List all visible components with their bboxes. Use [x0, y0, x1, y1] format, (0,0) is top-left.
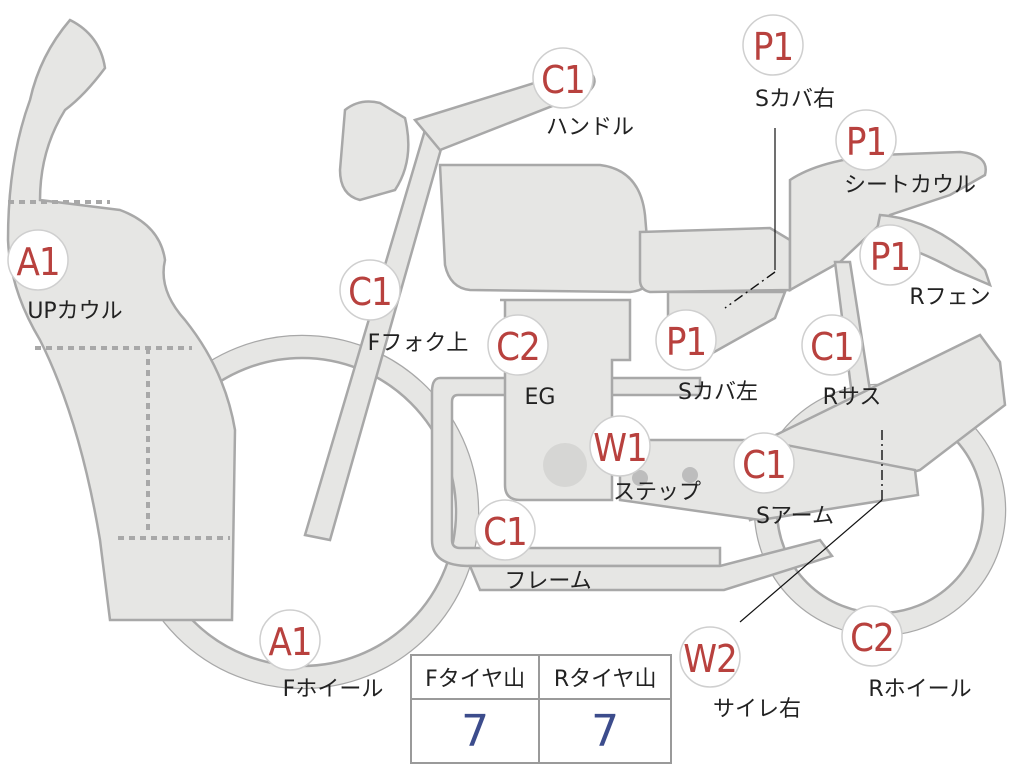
part-label: UPカウル: [27, 299, 123, 324]
part-code: C2: [496, 325, 541, 369]
tire-table-header-row: Fタイヤ山 Rタイヤ山: [409, 654, 672, 700]
front-tire-value: 7: [409, 698, 541, 764]
part-label: Rフェン: [909, 285, 991, 310]
part-label: フレーム: [504, 569, 592, 594]
part-code: A1: [16, 240, 60, 284]
part-label: EG: [524, 385, 556, 410]
part-label: シートカウル: [843, 173, 977, 198]
part-label: Sアーム: [756, 504, 834, 529]
headlight-shape: [338, 100, 410, 202]
part-code: P1: [845, 120, 887, 164]
part-code: P1: [665, 320, 707, 364]
part-code: C1: [742, 443, 787, 487]
part-code: C1: [483, 510, 528, 554]
part-label: サイレ右: [712, 697, 802, 722]
part-label: Rサス: [822, 385, 882, 410]
part-label: Sカバ右: [755, 87, 835, 112]
frame-shape: [430, 376, 722, 568]
part-label: Sカバ左: [678, 380, 758, 405]
frame-lower-rail: [468, 538, 835, 592]
part-code: C1: [810, 325, 855, 369]
code-badges: [7, 14, 921, 688]
part-code: A1: [268, 620, 312, 664]
part-label: Rホイール: [868, 677, 972, 702]
part-code: P1: [869, 235, 911, 279]
seat-shape: [638, 226, 792, 294]
upper-cowl-shape: [6, 18, 237, 622]
seat-cowl-shape: [788, 150, 987, 293]
part-code: P1: [752, 25, 794, 69]
part-code: C2: [850, 616, 895, 660]
part-code: W1: [593, 426, 648, 470]
rear-tire-value: 7: [538, 698, 672, 764]
front-tire-header: Fタイヤ山: [409, 654, 541, 700]
part-code: C1: [541, 58, 586, 102]
part-label: Fホイール: [282, 677, 384, 702]
part-label: ステップ: [612, 480, 702, 505]
part-code: W2: [683, 637, 738, 681]
part-label: Fフォク上: [367, 331, 469, 356]
part-label: ハンドル: [545, 115, 635, 140]
rear-tire-header: Rタイヤ山: [538, 654, 672, 700]
part-code: C1: [348, 270, 393, 314]
tire-tread-table: Fタイヤ山 Rタイヤ山 7 7: [409, 654, 672, 764]
tire-table-value-row: 7 7: [409, 698, 672, 764]
fuel-tank-shape: [438, 163, 652, 294]
